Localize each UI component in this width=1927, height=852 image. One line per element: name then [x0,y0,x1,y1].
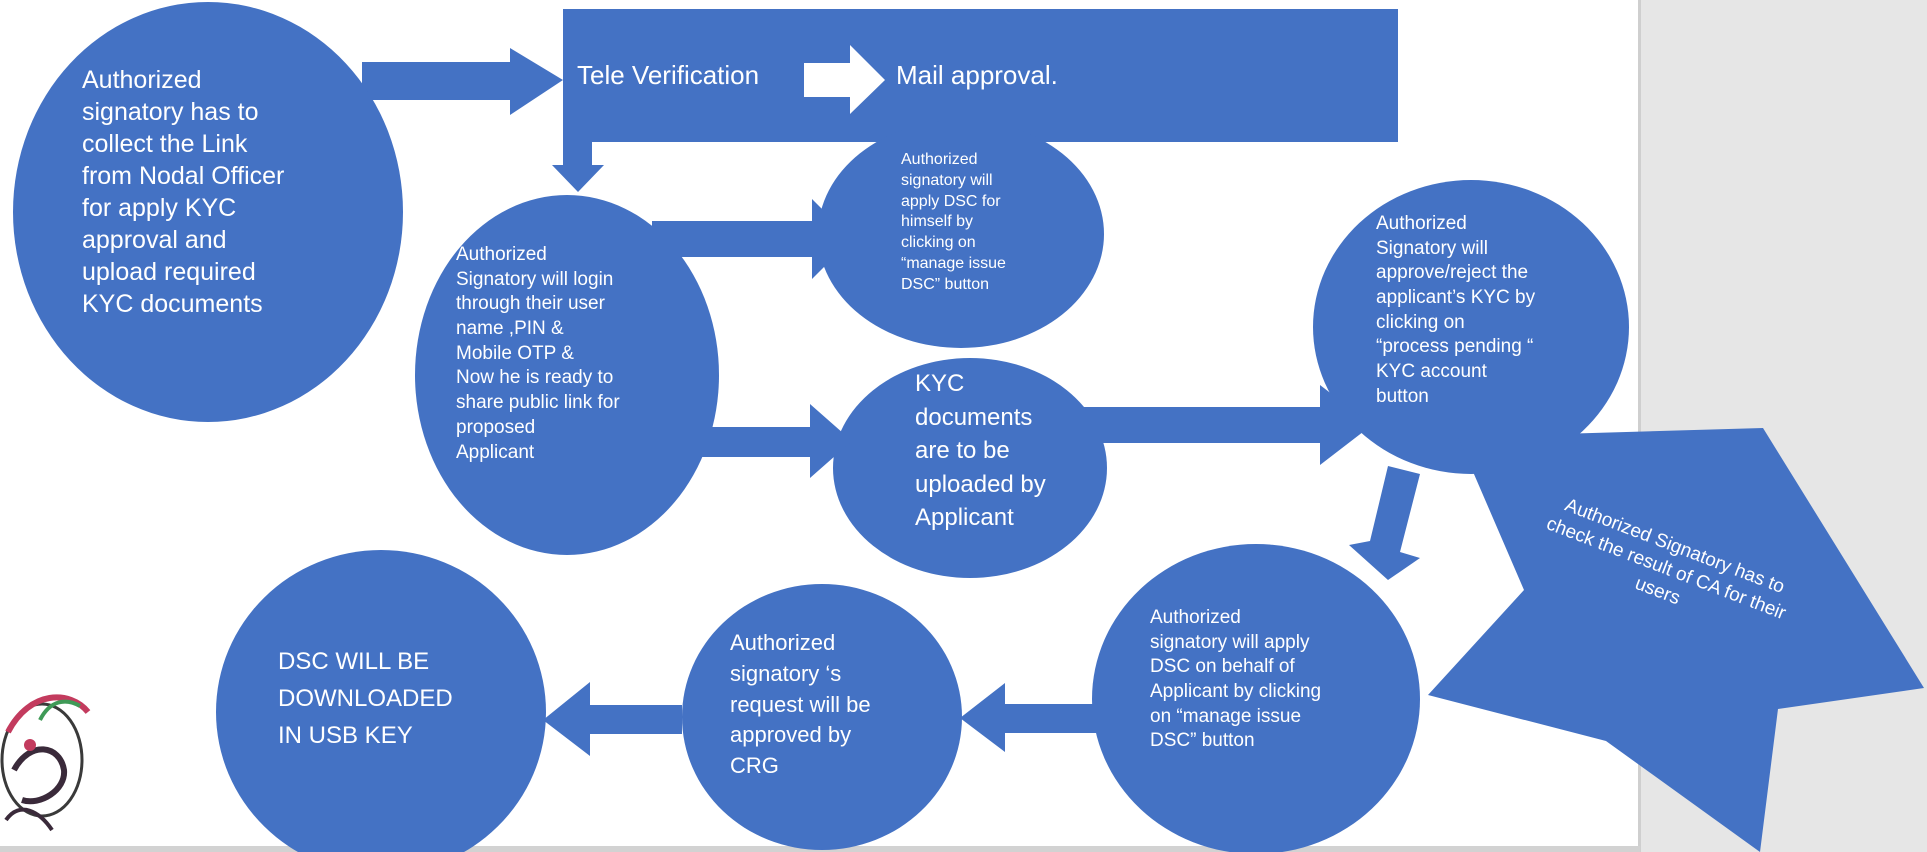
node-crg-approval [682,584,962,850]
arrow-crg-to-download [543,682,682,756]
node-apply-behalf [1092,544,1420,852]
arrow-login-to-kyc [682,404,852,478]
node-apply-self [818,120,1104,348]
slide-edge [1638,0,1641,852]
node-approve-reject [1313,180,1629,474]
node-download [216,550,546,852]
banner-arrow [804,45,885,114]
arrow-login-to-apply-self [652,199,852,279]
node-login-text: Authorized Signatory will login through … [456,244,620,463]
node-crg-approval-text: Authorized signatory ‘s request will be … [730,630,871,779]
node-collect-link [13,2,403,422]
arrow-kyc-to-approve [1075,385,1372,465]
node-login [415,195,719,555]
decorative-logo-icon [0,694,91,832]
node-apply-behalf-text: Authorized signatory will apply DSC on b… [1150,607,1322,752]
node-collect-link-text: Authorized signatory has to collect the … [82,66,285,318]
node-approve-reject-text: Authorized Signatory will approve/reject… [1376,213,1536,407]
node-download-text: DSC WILL BE DOWNLOADED IN USB KEY [278,648,453,750]
arrow-approve-to-behalf [1349,466,1420,580]
node-kyc-upload-text: KYC documents are to be uploaded by Appl… [915,370,1046,532]
mail-approval-label: Mail approval. [896,60,1058,90]
arrow-banner-to-login [552,142,604,192]
node-apply-self-text: Authorized signatory will apply DSC for … [901,151,1006,293]
arrow-link-to-banner [362,48,563,115]
tele-verification-label: Tele Verification [577,60,760,90]
arrow-behalf-to-crg [960,683,1098,752]
node-kyc-upload [833,358,1107,578]
tele-verification-banner [563,9,1398,142]
node-check-result [1428,428,1924,852]
